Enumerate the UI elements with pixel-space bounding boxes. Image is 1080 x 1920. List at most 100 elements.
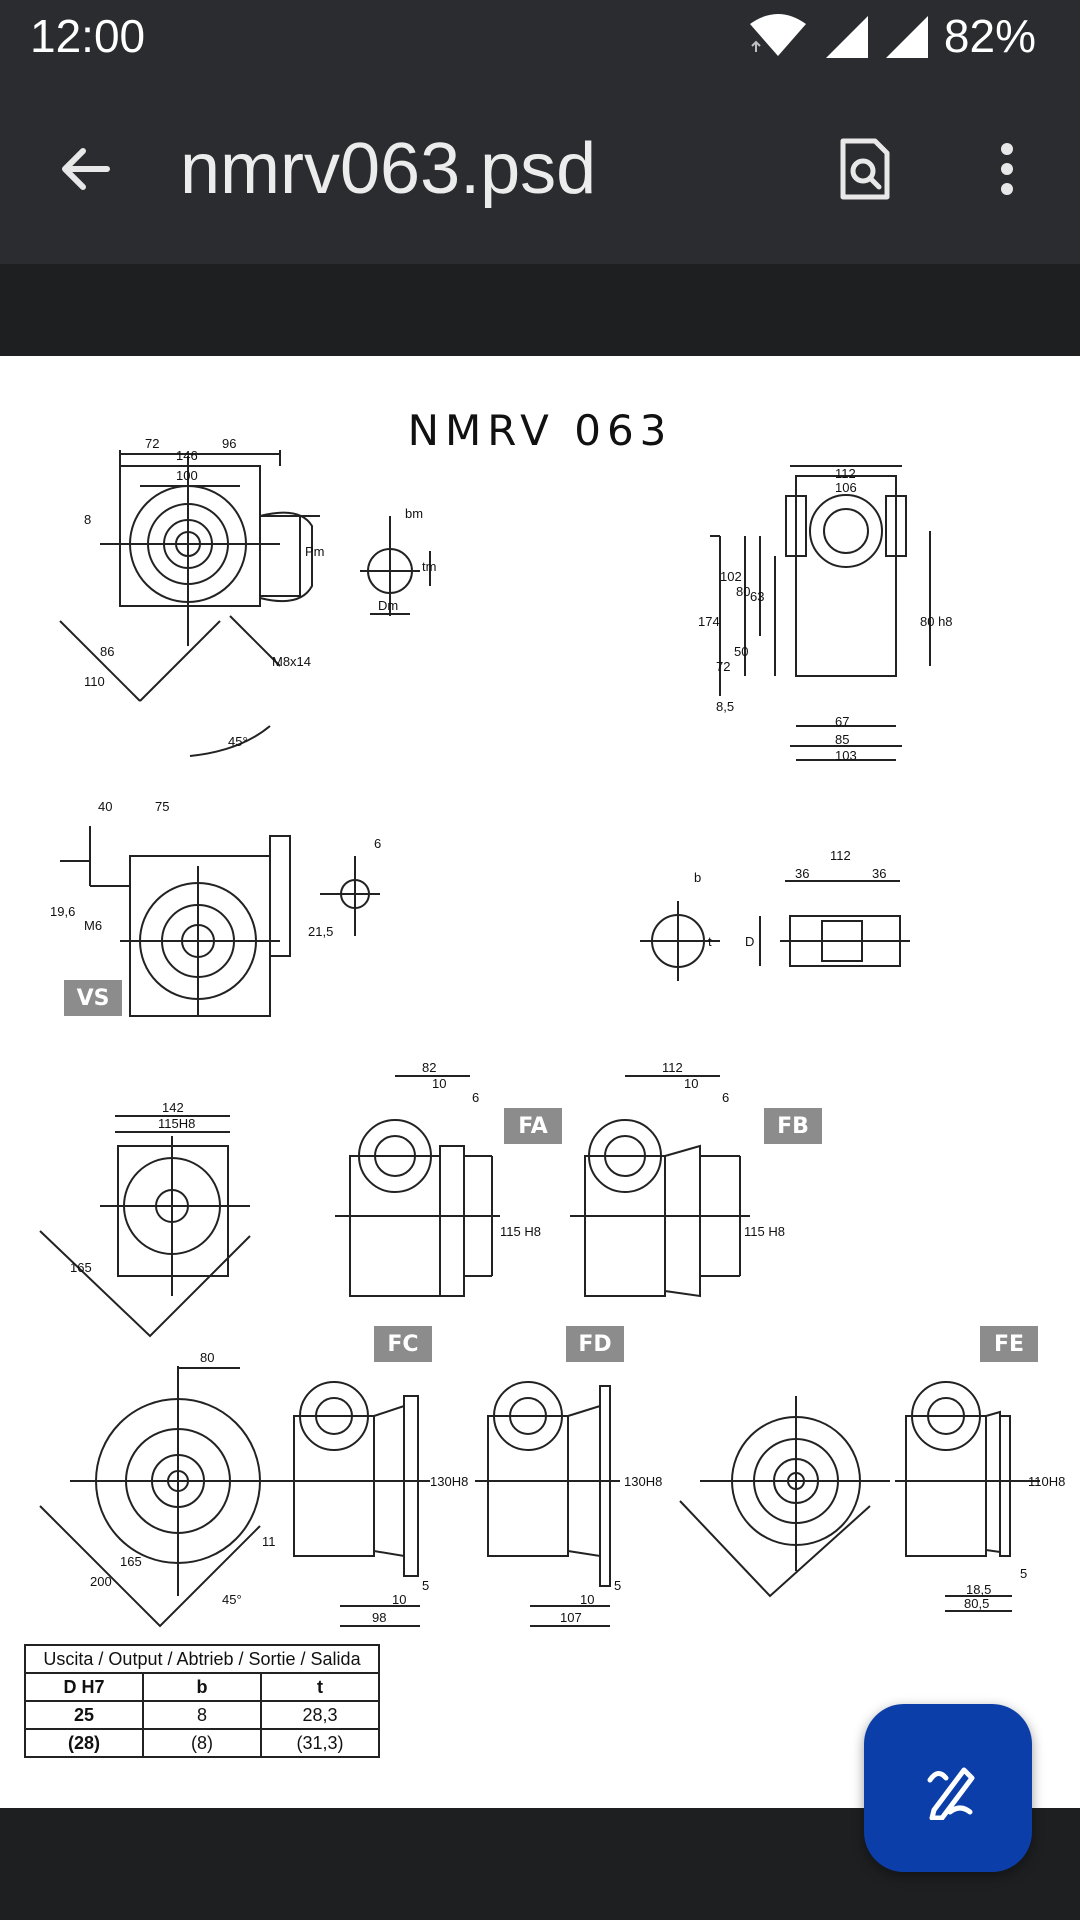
file-title: nmrv063.psd — [180, 129, 597, 209]
dim: 102 — [720, 569, 742, 584]
dim: 10 — [580, 1592, 594, 1607]
dim: 130H8 — [624, 1474, 662, 1489]
dim: 40 — [98, 799, 112, 814]
view-fe-plan — [679, 1396, 890, 1598]
dim: Pm — [305, 544, 325, 559]
label-fa: FA — [504, 1108, 562, 1144]
dim: 8,5 — [716, 699, 734, 714]
dim: 86 — [100, 644, 114, 659]
dim: 18,5 — [966, 1582, 991, 1597]
dim: 36 — [872, 866, 886, 881]
dim: 112 — [835, 466, 856, 481]
dim: 8 — [84, 512, 91, 527]
dim: 115 H8 — [744, 1224, 785, 1239]
find-in-document-button[interactable] — [820, 124, 910, 214]
dim: 115 H8 — [500, 1224, 541, 1239]
dim: 165 — [120, 1554, 142, 1569]
wifi-icon — [749, 14, 806, 56]
dim: b — [694, 870, 701, 885]
dim: 21,5 — [308, 924, 333, 939]
table-header: Uscita / Output / Abtrieb / Sortie / Sal… — [24, 1644, 380, 1674]
dim: 63 — [750, 589, 764, 604]
arrow-back-icon — [62, 148, 110, 190]
dim: 50 — [734, 644, 748, 659]
edit-pen-icon — [927, 1767, 975, 1820]
viewer-top-margin — [0, 264, 1080, 356]
dim: 10 — [432, 1076, 446, 1091]
output-table: Uscita / Output / Abtrieb / Sortie / Sal… — [24, 1644, 380, 1758]
dim: 75 — [155, 799, 169, 814]
dim: 115H8 — [158, 1116, 195, 1131]
dim: 146 — [176, 448, 198, 463]
dim: 72 — [716, 659, 730, 674]
more-options-button[interactable] — [962, 124, 1052, 214]
dim: 10 — [392, 1592, 406, 1607]
status-icons: 82% — [746, 8, 1036, 64]
edit-fab[interactable] — [864, 1704, 1032, 1872]
dim: 106 — [835, 480, 857, 495]
dim: 142 — [162, 1100, 184, 1115]
dim: 103 — [835, 748, 857, 763]
technical-drawing: 72 96 146 100 8 Pm bm tm Dm 86 110 45° M… — [39, 436, 1065, 1628]
dim: 45° — [222, 1592, 242, 1607]
view-flange-plan — [39, 1115, 251, 1338]
view-hollow-shaft — [640, 880, 910, 981]
view-fe — [895, 1381, 1040, 1612]
dim: 174 — [698, 614, 720, 629]
dim: M8x14 — [272, 654, 311, 669]
dim: 80,5 — [964, 1596, 989, 1611]
dim: 80 — [200, 1350, 214, 1365]
dim: 165 — [70, 1260, 92, 1275]
dim: 82 — [422, 1060, 436, 1075]
status-bar: 12:00 82% — [0, 0, 1080, 72]
dim: 72 — [145, 436, 159, 451]
dim: D — [745, 934, 754, 949]
dim: 130H8 — [430, 1474, 468, 1489]
dim: 10 — [684, 1076, 698, 1091]
dim: 6 — [722, 1090, 729, 1105]
view-fb — [570, 1075, 750, 1298]
dim: 5 — [614, 1578, 621, 1593]
view-fc — [280, 1381, 430, 1627]
dim: bm — [405, 506, 423, 521]
table-row: D H7 b t — [24, 1672, 380, 1702]
dim: 107 — [560, 1610, 582, 1625]
more-vert-icon — [1001, 143, 1013, 195]
dim: 6 — [472, 1090, 479, 1105]
label-fb: FB — [764, 1108, 822, 1144]
dim: 112 — [662, 1060, 683, 1075]
view-front — [59, 450, 320, 757]
dim: 5 — [1020, 1566, 1027, 1581]
dim: 85 — [835, 732, 849, 747]
label-fe: FE — [980, 1326, 1038, 1362]
label-fd: FD — [566, 1326, 624, 1362]
dim: 98 — [372, 1610, 386, 1625]
dim: 19,6 — [50, 904, 75, 919]
table-row: (28) (8) (31,3) — [24, 1728, 380, 1758]
back-button[interactable] — [40, 124, 130, 214]
view-vs — [60, 826, 380, 1017]
document-page[interactable]: NMRV 063 — [0, 356, 1080, 1808]
dim: 45° — [228, 734, 248, 749]
view-fd — [475, 1381, 620, 1627]
dim: M6 — [84, 918, 102, 933]
dim: 67 — [835, 714, 849, 729]
dim: Dm — [378, 598, 398, 613]
label-vs: VS — [64, 980, 122, 1016]
view-side — [710, 465, 931, 761]
label-fc: FC — [374, 1326, 432, 1362]
dim: 112 — [830, 848, 851, 863]
dim: 6 — [374, 836, 381, 851]
battery-percent: 82% — [943, 10, 1036, 62]
dim: tm — [422, 559, 436, 574]
cell-signal-icon — [885, 16, 928, 58]
dim: 11 — [262, 1534, 276, 1549]
dim: 80 h8 — [920, 614, 953, 629]
cell-signal-icon — [825, 16, 868, 58]
dim: 80 — [736, 584, 750, 599]
view-fa — [335, 1075, 500, 1297]
dim: 5 — [422, 1578, 429, 1593]
dim: 100 — [176, 468, 198, 483]
dim: 200 — [90, 1574, 112, 1589]
dim: t — [708, 934, 712, 949]
